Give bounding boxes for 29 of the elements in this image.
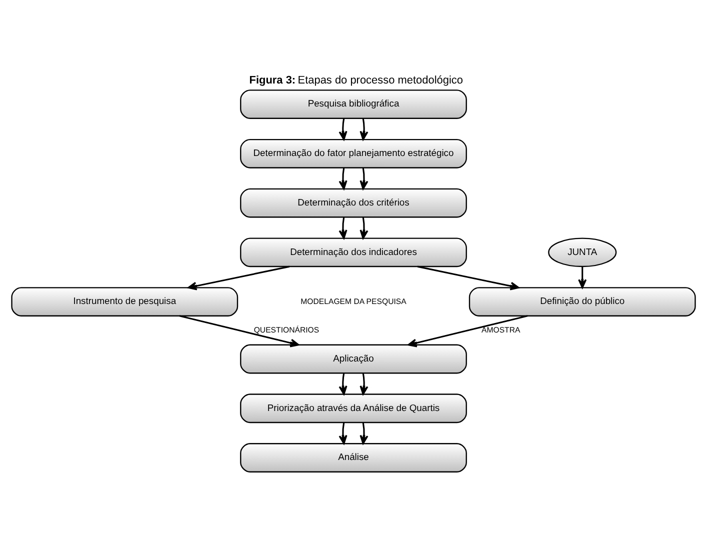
arrow — [417, 265, 520, 290]
node-box: Determinação do fator planejamento estratégico — [240, 138, 467, 168]
node-box: Priorização através da Análise de Quartis — [240, 393, 467, 423]
node-box: Instrumento de pesquisa — [11, 286, 238, 316]
arrow — [338, 167, 348, 190]
arrow — [338, 216, 348, 238]
arrow — [360, 167, 368, 190]
edge-label: QUESTIONÁRIOS — [254, 324, 320, 334]
arrow — [338, 118, 348, 140]
arrow — [578, 266, 587, 288]
edge-label: AMOSTRA — [481, 324, 520, 334]
node-box: Pesquisa bibliográfica — [240, 89, 467, 118]
arrow — [360, 118, 368, 140]
arrow — [188, 265, 290, 290]
node-box: Determinação dos critérios — [240, 188, 467, 218]
arrow — [360, 422, 368, 444]
arrow — [360, 216, 368, 238]
label: MODELAGEM DA PESQUISA — [300, 296, 406, 306]
node-box: Definição do público — [468, 286, 696, 316]
arrow — [179, 314, 300, 347]
node-ellipse: JUNTA — [548, 237, 617, 267]
node-box: Determinação dos indicadores — [240, 237, 467, 267]
node-box: Análise — [240, 442, 467, 472]
arrow — [360, 372, 368, 394]
arrow — [338, 372, 348, 394]
arrow — [408, 314, 528, 347]
diagram-title: Figura 3: Etapas do processo metodológico — [249, 74, 464, 86]
node-box: Aplicação — [240, 344, 467, 374]
arrow — [338, 422, 348, 444]
